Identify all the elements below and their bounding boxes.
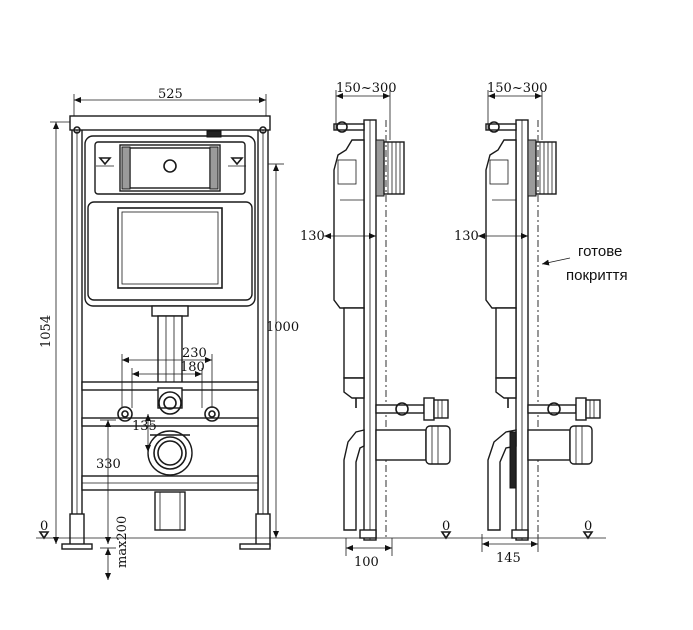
side-b-drain bbox=[569, 425, 593, 465]
left-foot bbox=[69, 513, 85, 547]
side-a-tank-depth: 130 bbox=[300, 229, 325, 244]
front-view: 525 1054 1000 230 180 135 330 0 max2 bbox=[36, 87, 300, 580]
floor-zero-front: 0 bbox=[40, 519, 48, 534]
side-b-plate bbox=[535, 141, 557, 195]
side-b-depth-range: 150~300 bbox=[487, 81, 548, 96]
side-a-depth-range: 150~300 bbox=[336, 81, 397, 96]
right-mount-hole bbox=[259, 126, 267, 134]
floor-adjust-dim: max200 bbox=[115, 516, 130, 568]
right-foot bbox=[255, 513, 271, 547]
inlet-offset-dim: 135 bbox=[132, 419, 157, 434]
width-dim: 525 bbox=[158, 87, 183, 102]
drain-height-dim: 330 bbox=[96, 457, 121, 472]
valve-hole bbox=[163, 159, 177, 173]
total-height-dim: 1054 bbox=[39, 315, 54, 348]
inner-spacing-dim: 180 bbox=[180, 360, 205, 375]
frame-height-dim: 1000 bbox=[266, 320, 299, 335]
finish-line-label-1: готове bbox=[578, 243, 622, 260]
top-crossbar bbox=[69, 115, 271, 131]
side-b-floor-zero: 0 bbox=[584, 519, 592, 534]
side-view-b: 150~300 130 145 0 готове покриття bbox=[454, 81, 628, 566]
side-view-a: 150~300 130 100 0 bbox=[300, 81, 460, 570]
level-mark-right bbox=[230, 157, 244, 166]
side-a-floor-zero: 0 bbox=[442, 519, 450, 534]
inlet-spacing-dim: 230 bbox=[182, 346, 207, 361]
side-a-cistern bbox=[333, 139, 365, 309]
middle-rail bbox=[81, 417, 259, 427]
side-b-tank-depth: 130 bbox=[454, 229, 479, 244]
left-mount-hole bbox=[73, 126, 81, 134]
level-mark-left bbox=[98, 157, 112, 166]
flush-outlet bbox=[158, 391, 182, 415]
side-b-cistern bbox=[485, 139, 517, 309]
finish-line-label-2: покриття bbox=[566, 267, 628, 284]
side-a-plate bbox=[383, 141, 405, 195]
side-b-wall-offset: 145 bbox=[496, 551, 521, 566]
side-a-wall-offset: 100 bbox=[354, 555, 379, 570]
inlet-left bbox=[117, 406, 133, 422]
